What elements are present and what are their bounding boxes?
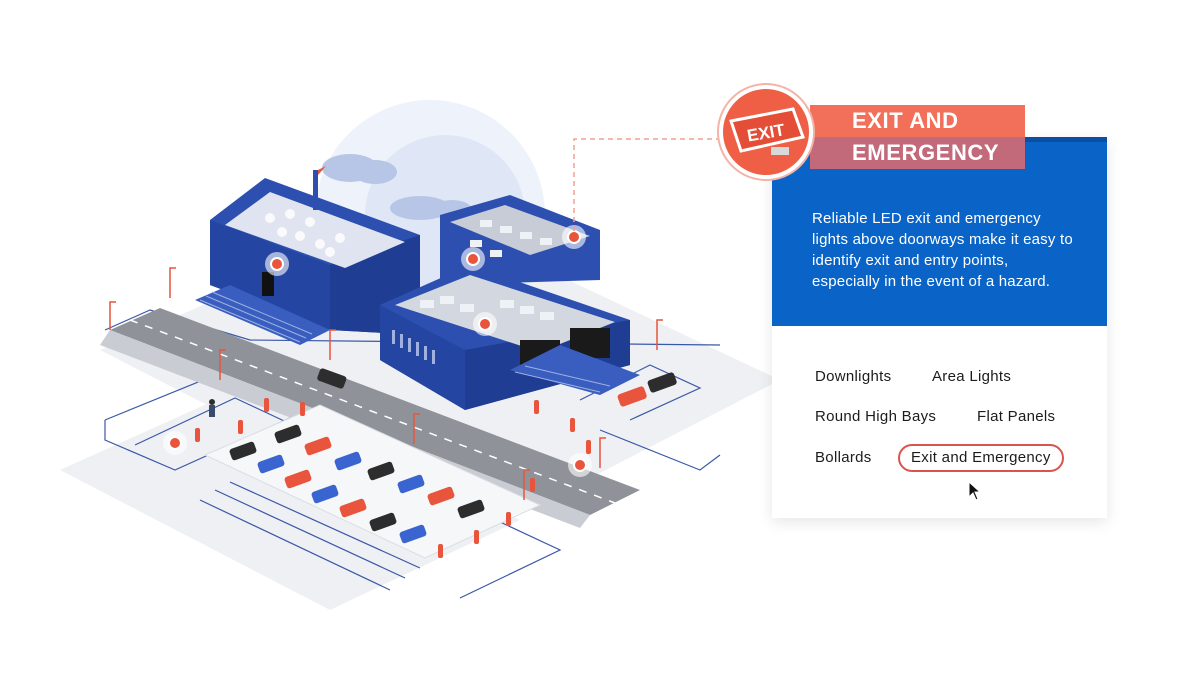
office-building [380,195,640,410]
category-bollards[interactable]: Bollards [808,444,879,472]
cloud [322,154,472,220]
parking-lot [203,404,542,559]
panel-title-line-2: EMERGENCY [810,137,1026,169]
exit-sign-icon: EXIT [719,85,813,179]
category-downlights[interactable]: Downlights [808,363,899,391]
connector-line [573,138,730,231]
bollards [195,398,591,558]
category-area-lights[interactable]: Area Lights [925,363,1019,391]
light-poles [109,267,663,500]
category-round-high-bays[interactable]: Round High Bays [808,403,944,431]
mouse-cursor-icon [968,481,982,501]
pedestrian [209,399,215,417]
category-flat-panels[interactable]: Flat Panels [970,403,1063,431]
panel-title: EXIT AND EMERGENCY [810,105,1026,169]
parked-cars [229,368,677,544]
category-exit-and-emergency[interactable]: Exit and Emergency [898,444,1064,472]
panel-description: Reliable LED exit and emergency lights a… [812,210,1073,290]
hotspot-markers [163,225,592,477]
exit-sign-graphic: EXIT [729,107,805,155]
panel-title-line-1: EXIT AND [810,105,1026,137]
